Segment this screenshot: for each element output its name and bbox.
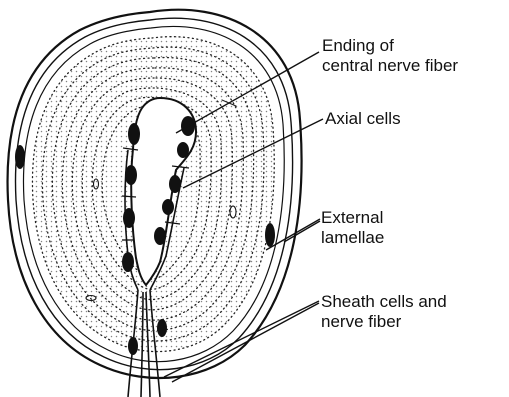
label-line: lamellae (321, 228, 384, 248)
label-line: Axial cells (325, 109, 401, 129)
label-line: Ending of (322, 36, 458, 56)
leader-external-2 (284, 221, 320, 242)
label-sheath-cells-and-nerve-fiber: Sheath cells and nerve fiber (321, 292, 447, 332)
axial-cell-nucleus (128, 123, 140, 145)
axial-cell-nucleus (125, 165, 137, 185)
label-line: nerve fiber (321, 312, 447, 332)
label-ending-of-central-nerve-fiber: Ending of central nerve fiber (322, 36, 458, 76)
axial-cell-nucleus (169, 175, 181, 193)
label-line: central nerve fiber (322, 56, 458, 76)
axial-cell-nucleus (123, 208, 135, 228)
lamella-cell-nucleus (15, 145, 25, 169)
lamella-cell-nucleus (265, 223, 275, 247)
sheath-cell-nucleus (157, 319, 167, 337)
label-external-lamellae: External lamellae (321, 208, 384, 248)
axial-cell-nucleus (122, 252, 134, 272)
label-line: External (321, 208, 384, 228)
label-line: Sheath cells and (321, 292, 447, 312)
axial-cell-nucleus (154, 227, 166, 245)
axial-cell-nucleus (162, 199, 174, 215)
label-axial-cells: Axial cells (325, 109, 401, 129)
axial-cell-nucleus (177, 142, 189, 158)
